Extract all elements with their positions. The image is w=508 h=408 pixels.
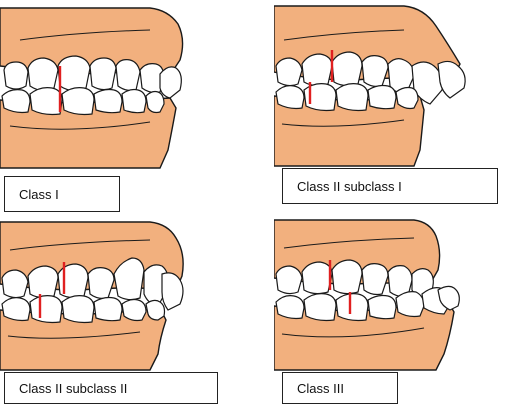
class-1-illustration [0,7,184,169]
class-3-illustration [274,219,460,371]
label-class-2-div-2: Class II subclass II [4,372,218,404]
panel-class-2-div-1 [274,0,474,170]
label-class-2-div-1-text: Class II subclass I [297,178,402,194]
upper-teeth [3,55,182,99]
lower-teeth [275,83,419,112]
label-class-3: Class III [282,372,398,404]
label-class-2-div-2-text: Class II subclass II [19,380,128,396]
label-class-1-text: Class I [19,186,59,202]
upper-teeth [275,259,434,301]
panel-class-3 [274,214,464,372]
panel-class-1 [0,0,186,176]
upper-teeth [1,257,184,311]
label-class-1: Class I [4,176,120,212]
label-class-2-div-1: Class II subclass I [282,168,498,204]
lower-teeth [275,285,460,322]
lower-teeth [1,295,166,324]
panel-class-2-div-2 [0,214,190,372]
class-2-div-2-illustration [0,221,184,371]
lower-teeth [1,87,165,116]
class-2-div-1-illustration [274,5,466,167]
upper-teeth [275,51,466,105]
label-class-3-text: Class III [297,380,344,396]
